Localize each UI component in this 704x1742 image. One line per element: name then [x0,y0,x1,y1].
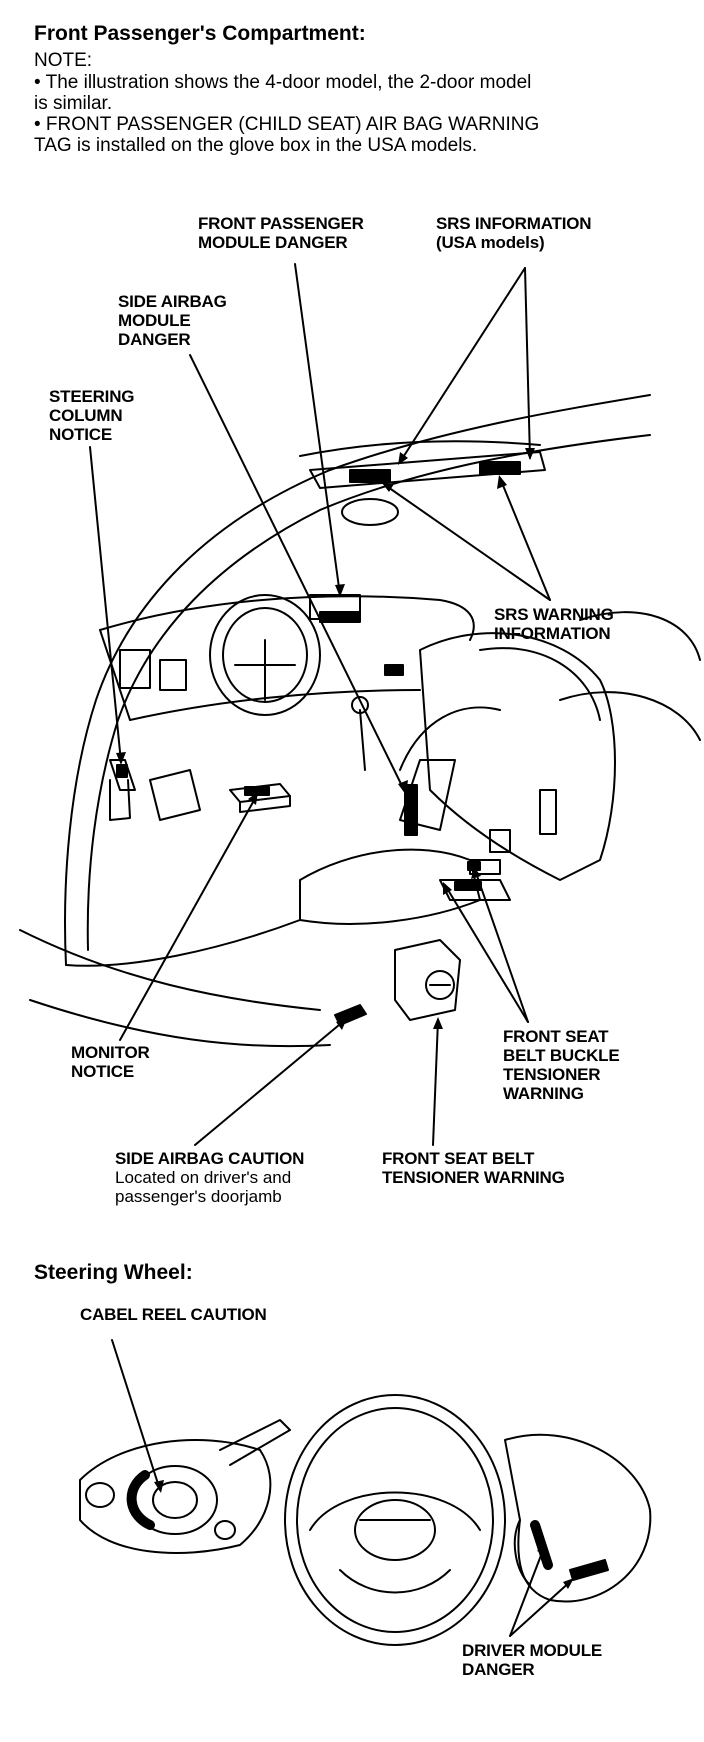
sun-visor-label-left [349,469,391,483]
leader-srs-warning-2 [499,477,551,601]
sun-visor-label-right [479,461,521,475]
combination-switch [79,1439,272,1554]
label-side-airbag-caution: SIDE AIRBAG CAUTION [115,1149,305,1168]
leader-srs-info-2 [524,267,531,459]
label-srs-warning-information: SRS WARNING INFORMATION [494,605,614,643]
label-front-seat-belt-buckle-tensioner-warning: FRONT SEAT BELT BUCKLE TENSIONER WARNING [503,1027,620,1103]
leader-belt-tensioner [432,1019,439,1146]
label-cable-reel-caution: CABEL REEL CAUTION [80,1305,267,1324]
leader-buckle-tensioner-2 [474,869,529,1023]
leader-side-airbag-caution [194,1019,346,1146]
label-side-airbag-caution-note: Located on driver's and passenger's door… [115,1168,292,1206]
steering-wheel-car [209,594,321,716]
note-label: NOTE: [34,50,93,71]
label-steering-column-notice: STEERING COLUMN NOTICE [49,387,135,444]
note-item-1: • The illustration shows the 4-door mode… [34,72,532,114]
leader-side-airbag-module [189,354,406,793]
seat-back [419,632,616,881]
leader-driver-module-1 [509,1544,546,1637]
label-front-passenger-module-danger: FRONT PASSENGER MODULE DANGER [198,214,364,252]
steering-wheel [284,1394,506,1646]
leader-monitor [119,794,258,1041]
leader-front-passenger-module [294,263,341,596]
leader-steering-column [89,446,122,763]
leader-driver-module-2 [509,1579,573,1637]
label-srs-information: SRS INFORMATION (USA models) [436,214,592,252]
section-heading-steering-wheel: Steering Wheel: [34,1261,193,1284]
label-monitor-notice: MONITOR NOTICE [71,1043,150,1081]
leader-cable-reel [111,1339,161,1491]
label-side-airbag-module-danger: SIDE AIRBAG MODULE DANGER [118,292,227,349]
section-heading-front-passenger: Front Passenger's Compartment: [34,22,366,45]
seat-cushion [299,848,481,925]
leader-srs-info-1 [399,267,526,463]
leader-srs-warning-1 [384,484,551,601]
note-item-2: • FRONT PASSENGER (CHILD SEAT) AIR BAG W… [34,114,540,156]
leader-buckle-tensioner-1 [444,884,529,1023]
dashboard-outline [99,595,475,641]
rearview-mirror [341,498,399,526]
label-front-seat-belt-tensioner-warning: FRONT SEAT BELT TENSIONER WARNING [382,1149,565,1187]
seat-belt-tensioner [394,939,461,1021]
label-driver-module-danger: DRIVER MODULE DANGER [462,1641,603,1679]
car-body-outline [64,394,651,966]
